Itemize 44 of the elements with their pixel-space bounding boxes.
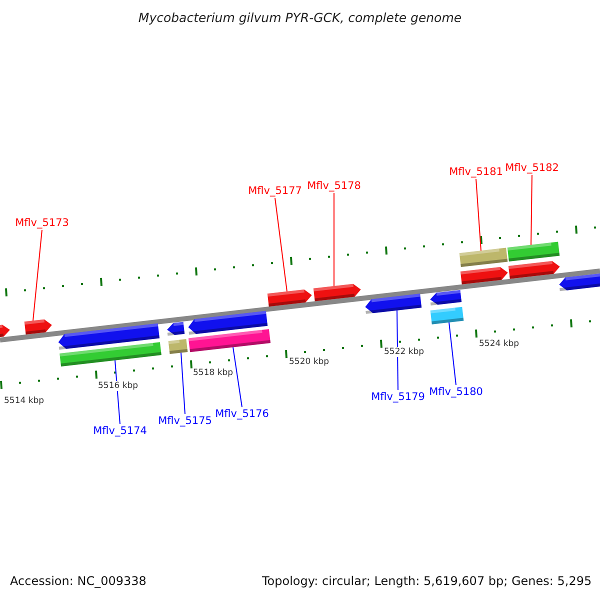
leader-line [530, 174, 532, 246]
scale-label: 5514 kbp [4, 396, 44, 406]
gene-label: Mflv_5173 [15, 217, 69, 229]
leader-line [274, 198, 288, 292]
scale-label: 5518 kbp [193, 368, 234, 378]
gene-feature [460, 266, 508, 284]
gene-feature [0, 324, 10, 338]
feature-bar [459, 248, 508, 268]
feature-bar [507, 242, 560, 262]
gene-label: Mflv_5182 [505, 162, 559, 174]
feature-bar [188, 329, 271, 352]
title: Mycobacterium gilvum PYR-GCK, complete genome [137, 10, 463, 25]
gene-feature [430, 290, 462, 306]
gene-label: Mflv_5176 [215, 408, 269, 420]
feature-bar [430, 306, 464, 324]
scale-label: 5516 kbp [98, 381, 138, 391]
gene-label: Mflv_5179 [371, 391, 425, 403]
gene-feature [24, 319, 52, 335]
feature-bar [60, 342, 162, 366]
gene-feature [508, 260, 560, 279]
gene-feature [58, 323, 160, 350]
gene-feature [365, 294, 422, 314]
gene-label: Mflv_5174 [93, 425, 147, 437]
gene-feature [188, 310, 268, 335]
leader-line [476, 178, 482, 252]
leader-line [32, 230, 42, 322]
gene-feature [267, 290, 312, 307]
feature-bar [168, 339, 188, 354]
leader-line [448, 322, 456, 386]
footer-text: Topology: circular; Length: 5,619,607 bp; Genes: 5,295 [262, 574, 592, 588]
scale-label: 5522 kbp [384, 347, 424, 357]
gene-feature [313, 284, 361, 302]
gene-label: Mflv_5180 [429, 386, 483, 398]
gene-label: Mflv_5181 [449, 166, 503, 178]
gene-label: Mflv_5175 [158, 415, 212, 427]
gene-label: Mflv_5177 [248, 185, 302, 197]
gene-label: Mflv_5178 [307, 180, 361, 192]
scale-label: 5524 kbp [479, 339, 520, 349]
gene-feature [559, 272, 600, 292]
footer-text: Accession: NC_009338 [10, 574, 146, 588]
gene-feature [167, 322, 185, 336]
leader-line [396, 310, 398, 390]
scale-label: 5520 kbp [289, 357, 330, 367]
leader-line [180, 352, 186, 414]
